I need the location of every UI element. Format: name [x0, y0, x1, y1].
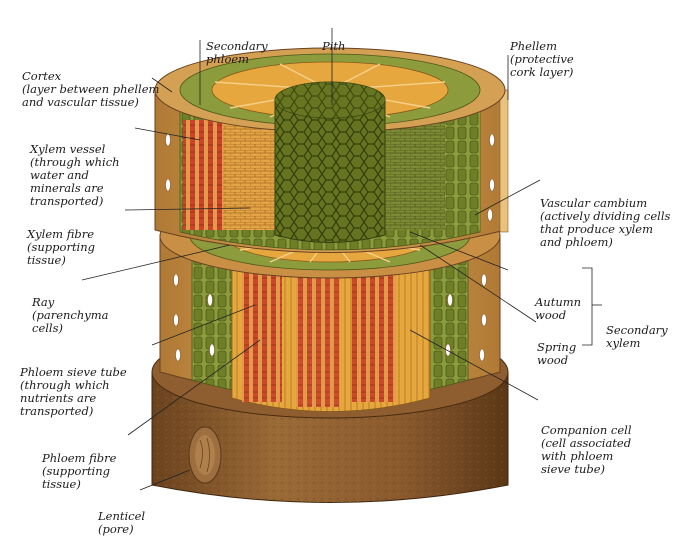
- phellem-strip: [500, 90, 508, 232]
- label-lenticel: Lenticel(pore): [98, 484, 145, 549]
- phloem-sieve-tubes: [242, 262, 396, 407]
- lenticel: [189, 427, 221, 483]
- pith: [275, 82, 385, 243]
- label-pith: Pith: [322, 14, 345, 66]
- xylem-fibre-block: [223, 122, 275, 230]
- xylem-vessel-block: [183, 120, 223, 230]
- label-vascular-cambium: Vascular cambium(actively dividing cells…: [540, 171, 670, 262]
